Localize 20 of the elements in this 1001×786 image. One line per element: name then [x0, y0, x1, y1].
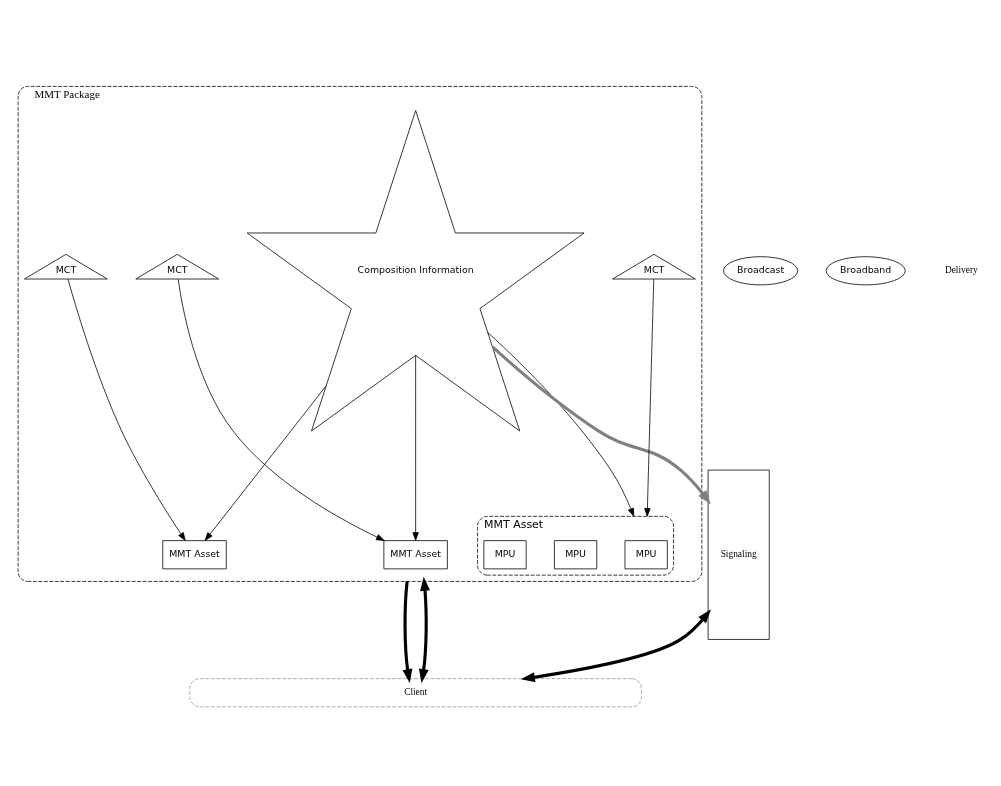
node-box: MPU [624, 539, 668, 569]
label: Delivery [944, 264, 978, 275]
arrow [418, 576, 430, 683]
node-box: MMT Asset [383, 539, 448, 569]
arrow [67, 278, 186, 541]
node-ellipse: Broadband [825, 255, 906, 285]
arrow [491, 345, 711, 504]
arrow [412, 354, 419, 541]
arrow [204, 384, 327, 541]
arrow [487, 331, 635, 517]
node-ellipse: Broadcast [723, 255, 799, 285]
node-box: MPU [483, 539, 527, 569]
node-box: Signaling [707, 469, 770, 640]
node-box: MMT Asset [162, 539, 227, 569]
arrow [644, 278, 655, 517]
arrow [520, 608, 711, 682]
node-box: Client [189, 677, 642, 707]
arrow [402, 580, 413, 683]
node-box: MPU [554, 539, 598, 569]
arrow [177, 278, 385, 541]
